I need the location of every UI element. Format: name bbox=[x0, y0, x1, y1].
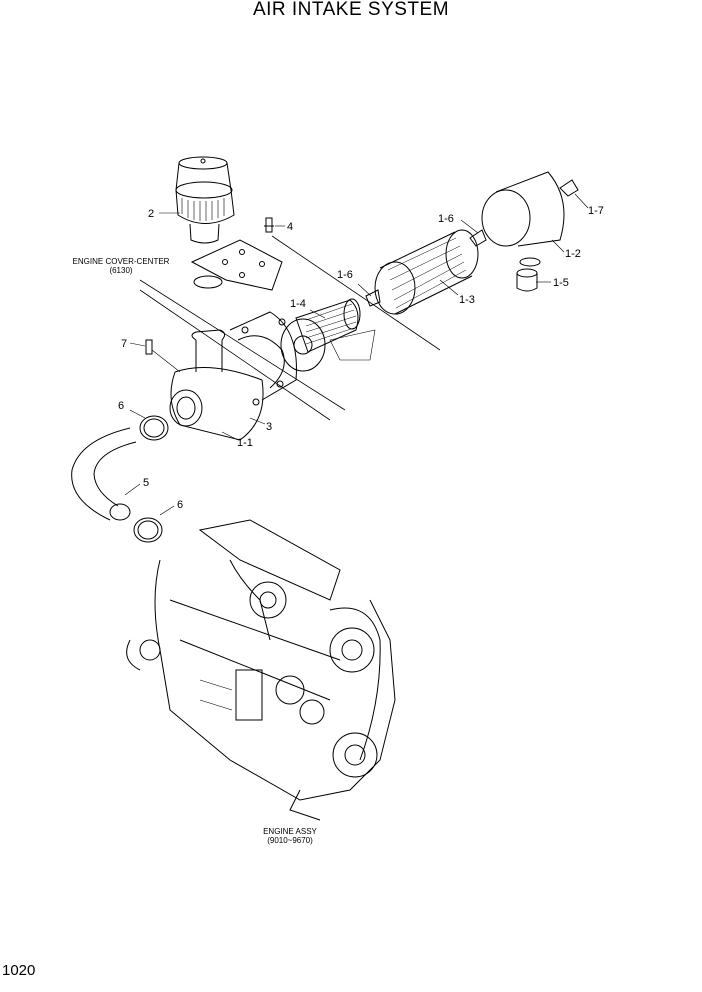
page-number: 1020 bbox=[2, 962, 36, 979]
engine-cover-name: ENGINE COVER-CENTER bbox=[72, 257, 170, 266]
callout-1-4: 1-4 bbox=[290, 298, 306, 310]
callout-1-3: 1-3 bbox=[459, 294, 475, 306]
air-hose-part bbox=[71, 427, 137, 521]
page-title: AIR INTAKE SYSTEM bbox=[252, 0, 450, 20]
safety-element-part bbox=[295, 298, 376, 361]
engine-cover-reference: ENGINE COVER-CENTER (6130) bbox=[56, 257, 186, 275]
callout-6-bottom: 6 bbox=[177, 499, 183, 511]
callout-1-2: 1-2 bbox=[565, 248, 581, 260]
callout-6-top: 6 bbox=[118, 400, 124, 412]
callout-5: 5 bbox=[143, 477, 149, 489]
primary-element-part bbox=[374, 229, 479, 315]
engine-assy-code: (9010~9670) bbox=[267, 836, 313, 845]
engine-cover-code: (6130) bbox=[109, 266, 133, 275]
callout-1-6-top: 1-6 bbox=[438, 213, 454, 225]
callout-4: 4 bbox=[287, 221, 293, 233]
engine-assembly bbox=[126, 519, 396, 821]
callout-1-6-mid: 1-6 bbox=[337, 269, 353, 281]
air-cleaner-body-part bbox=[169, 311, 326, 441]
callout-1-5: 1-5 bbox=[553, 277, 569, 289]
engine-assy-name: ENGINE ASSY bbox=[263, 827, 317, 836]
fitting-part bbox=[264, 217, 274, 233]
vacuator-valve-part bbox=[516, 268, 538, 292]
wing-nut-top-part bbox=[559, 179, 579, 197]
cleaner-cover-part bbox=[481, 171, 565, 267]
pre-cleaner-cap-part bbox=[175, 156, 235, 244]
callout-1-1: 1-1 bbox=[237, 437, 253, 449]
leader-lines bbox=[124, 193, 589, 516]
callout-3: 3 bbox=[266, 421, 272, 433]
sensor-part bbox=[145, 339, 181, 373]
engine-assy-reference: ENGINE ASSY (9010~9670) bbox=[240, 827, 340, 845]
hose-clamp-part bbox=[133, 415, 169, 543]
callout-1-7: 1-7 bbox=[588, 205, 604, 217]
callout-2: 2 bbox=[148, 208, 154, 220]
callout-7: 7 bbox=[121, 338, 127, 350]
mounting-bracket-part bbox=[190, 239, 283, 291]
